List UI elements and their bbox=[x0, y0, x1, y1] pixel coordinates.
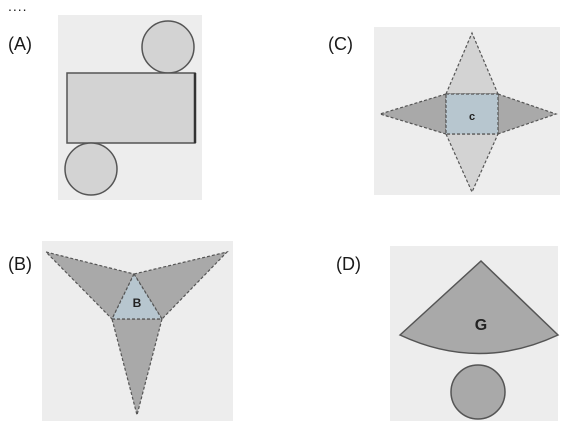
option-d-face-label: G bbox=[475, 317, 487, 334]
tetra-base-triangle bbox=[111, 272, 164, 320]
option-a-cylinder-net bbox=[64, 20, 197, 196]
option-c-face-label: c bbox=[469, 111, 475, 123]
option-c-pyramid-net: c bbox=[377, 31, 558, 194]
cylinder-lateral-rectangle bbox=[66, 72, 196, 144]
pyramid-square-base bbox=[445, 93, 499, 135]
option-b-panel[interactable]: B bbox=[42, 241, 233, 421]
option-b-pyramid-net: B bbox=[44, 250, 229, 418]
option-b-label: (B) bbox=[8, 254, 32, 274]
cylinder-bottom-circle bbox=[64, 142, 118, 196]
option-b-face-label: B bbox=[133, 296, 142, 310]
pyramid-left-triangle bbox=[377, 93, 447, 135]
option-d-cone-net: G bbox=[398, 259, 560, 420]
cone-base-circle bbox=[450, 364, 506, 420]
option-a-panel[interactable] bbox=[58, 15, 202, 200]
option-c-panel[interactable]: c bbox=[374, 27, 560, 195]
top-ellipsis: .... bbox=[8, 0, 28, 14]
pyramid-top-triangle bbox=[445, 31, 499, 95]
cylinder-top-circle bbox=[141, 20, 195, 74]
tetra-bottom-triangle bbox=[111, 318, 163, 418]
cone-sector bbox=[398, 259, 560, 355]
option-a-label: (A) bbox=[8, 34, 32, 54]
option-d-label: (D) bbox=[336, 254, 361, 274]
option-d-panel[interactable]: G bbox=[390, 246, 560, 421]
option-c-label: (C) bbox=[328, 34, 353, 54]
pyramid-right-triangle bbox=[497, 93, 558, 135]
pyramid-bottom-triangle bbox=[445, 133, 499, 194]
